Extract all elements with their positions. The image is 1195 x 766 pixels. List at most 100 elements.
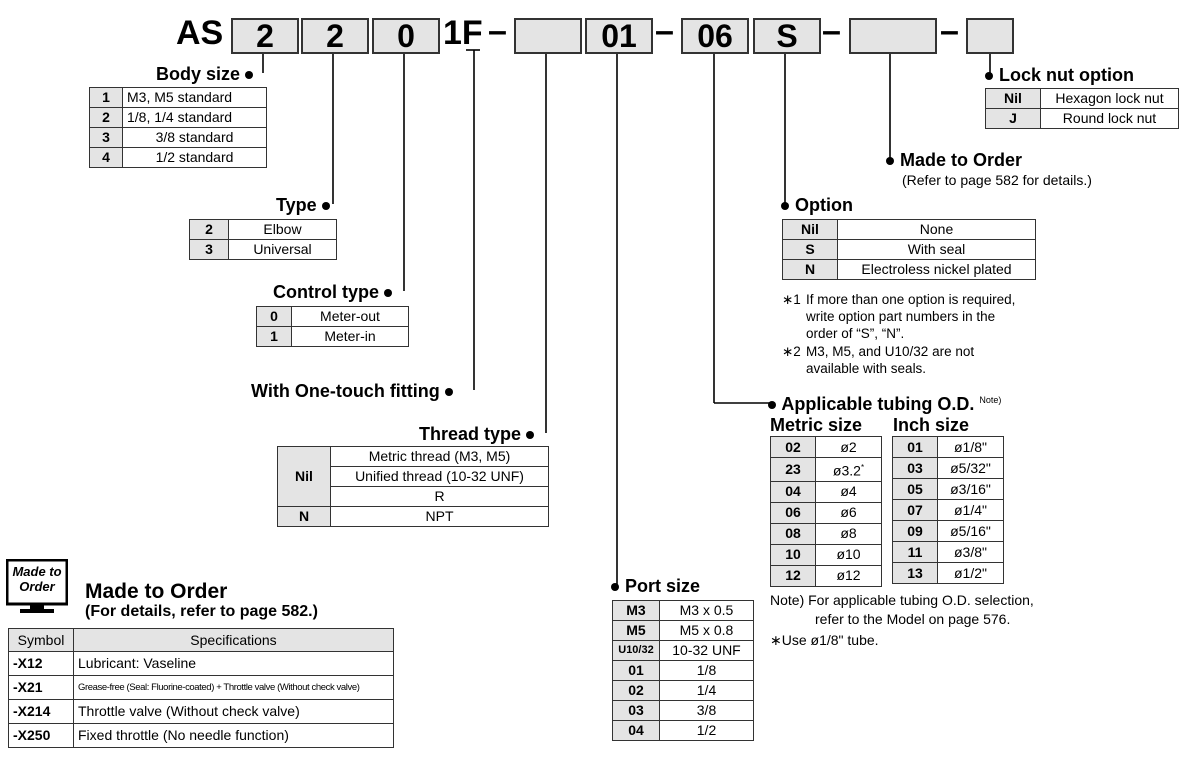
key-cell: 3 xyxy=(189,239,229,260)
value-cell: ø2 xyxy=(815,436,882,458)
tubing-title: Applicable tubing O.D. Note) xyxy=(768,394,1001,415)
key-cell: 03 xyxy=(612,700,660,721)
code-box-control-type: 0 xyxy=(372,18,440,54)
key-cell: 3 xyxy=(89,127,123,148)
symbol-cell: -X250 xyxy=(8,723,74,748)
key-cell: 04 xyxy=(770,480,816,503)
thread-type-title-text: Thread type xyxy=(419,424,522,444)
lock-nut-title: Lock nut option xyxy=(985,65,1134,86)
port-size-title: Port size xyxy=(611,576,700,597)
spec-cell: Lubricant: Vaseline xyxy=(73,651,394,676)
lock-nut-title-text: Lock nut option xyxy=(999,65,1134,85)
bullet-dot xyxy=(768,401,776,410)
value-cell: Hexagon lock nut xyxy=(1040,88,1179,109)
key-cell: 23 xyxy=(770,457,816,482)
bullet-dot xyxy=(985,72,993,81)
one-touch-title-text: With One-touch fitting xyxy=(251,381,440,401)
value-cell: R xyxy=(330,486,549,507)
mto-ref-subtitle: (Refer to page 582 for details.) xyxy=(902,172,1092,188)
key-cell: 08 xyxy=(770,522,816,545)
key-cell: M5 xyxy=(612,620,660,641)
value-cell: ø12 xyxy=(815,564,882,587)
body-size-title-text: Body size xyxy=(156,64,241,84)
key-cell: 02 xyxy=(612,680,660,701)
key-cell: 2 xyxy=(189,219,229,240)
control-type-title-text: Control type xyxy=(273,282,379,302)
bullet-dot xyxy=(781,202,789,211)
value-text: ø3.2 xyxy=(832,462,861,479)
key-cell: 4 xyxy=(89,147,123,168)
value-cell: ø10 xyxy=(815,543,882,566)
bullet-dot xyxy=(886,157,894,166)
key-cell: N xyxy=(782,259,838,280)
symbol-cell: -X12 xyxy=(8,651,74,676)
key-cell: Nil xyxy=(277,446,331,507)
inch-size-title: Inch size xyxy=(893,415,970,435)
key-cell: M3 xyxy=(612,600,660,621)
bullet-dot xyxy=(384,289,393,298)
option-note-1-line-3: order of “S”, “N”. xyxy=(806,326,905,341)
tubing-note-1: Note) For applicable tubing O.D. selecti… xyxy=(770,592,1034,608)
value-cell: Meter-out xyxy=(291,306,409,327)
key-cell: 0 xyxy=(256,306,292,327)
header-symbol: Symbol xyxy=(8,628,74,652)
type-title: Type xyxy=(276,195,330,216)
key-cell: 01 xyxy=(612,660,660,681)
key-cell: 05 xyxy=(892,478,938,500)
key-cell: 02 xyxy=(770,436,816,458)
value-cell: Meter-in xyxy=(291,326,409,347)
option-note-2-line-1: M3, M5, and U10/32 are not xyxy=(806,344,975,359)
key-cell: 07 xyxy=(892,499,938,521)
key-cell: 12 xyxy=(770,564,816,587)
metric-size-title: Metric size xyxy=(770,415,863,435)
key-cell: 2 xyxy=(89,107,123,128)
spec-cell: Throttle valve (Without check valve) xyxy=(73,699,394,724)
symbol-cell: -X214 xyxy=(8,699,74,724)
key-cell: 01 xyxy=(892,436,938,458)
option-note-1-mark: ∗1 xyxy=(782,292,801,307)
value-cell: ø4 xyxy=(815,480,882,503)
spec-cell: Fixed throttle (No needle function) xyxy=(73,723,394,748)
fitting-mark: 1F xyxy=(443,14,483,52)
code-box-lock-nut xyxy=(966,18,1014,54)
key-cell: 13 xyxy=(892,562,938,584)
value-cell: ø5/32" xyxy=(937,457,1004,479)
dash-4: – xyxy=(940,12,959,50)
key-cell: 10 xyxy=(770,543,816,566)
value-cell: Unified thread (10-32 UNF) xyxy=(330,466,549,487)
bullet-dot xyxy=(526,431,535,440)
mto-icon-line-2: Order xyxy=(19,579,55,594)
key-cell: 1 xyxy=(89,87,123,108)
bullet-dot xyxy=(321,202,330,211)
mto-icon-line-1: Made to xyxy=(12,564,62,579)
bullet-dot xyxy=(611,583,619,592)
option-note-1-line-2: write option part numbers in the xyxy=(806,309,996,324)
key-cell: 11 xyxy=(892,541,938,563)
key-cell: 09 xyxy=(892,520,938,542)
value-cell: 10-32 UNF xyxy=(659,640,754,661)
